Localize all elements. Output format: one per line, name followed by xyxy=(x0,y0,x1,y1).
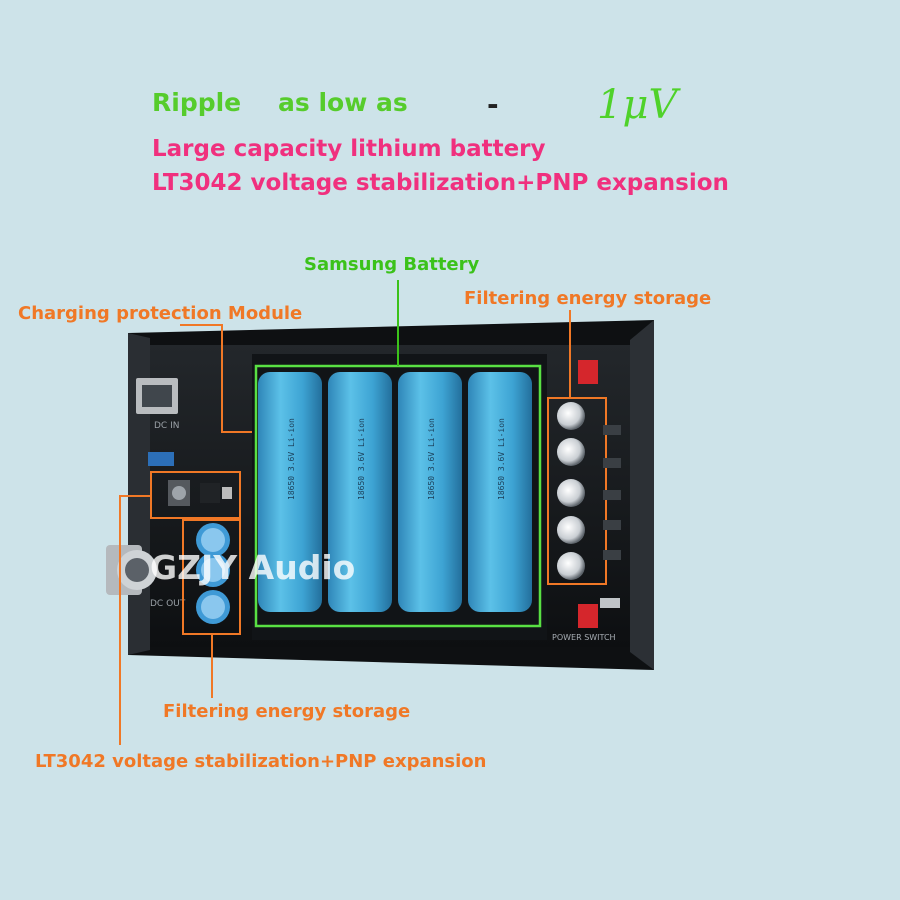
battery-print-1: 18650 3.6V Li-ion xyxy=(287,418,296,500)
battery-print-4: 18650 3.6V Li-ion xyxy=(497,418,506,500)
headline-dash: - xyxy=(487,88,499,121)
dc-in-label: DC IN xyxy=(154,421,179,431)
feature-lt3042: LT3042 voltage stabilization+PNP expansi… xyxy=(152,170,729,196)
feature-battery: Large capacity lithium battery xyxy=(152,136,546,162)
ripple-value: 1μV xyxy=(597,82,678,128)
charging-module xyxy=(150,471,241,519)
dc-out-label: DC OUT xyxy=(150,599,186,609)
callout-charging-module: Charging protection Module xyxy=(18,303,303,324)
callout-filtering-bottom: Filtering energy storage xyxy=(163,701,411,722)
power-switch-label: POWER SWITCH xyxy=(552,633,616,642)
power-switches: POWER SWITCH xyxy=(552,360,620,642)
trimmer xyxy=(148,452,174,466)
dc-out-jack: DC OUT xyxy=(106,545,186,609)
batteries: 18650 3.6V Li-ion 18650 3.6V Li-ion 1865… xyxy=(258,372,532,612)
battery-print-2: 18650 3.6V Li-ion xyxy=(357,418,366,500)
callout-samsung-battery: Samsung Battery xyxy=(304,254,480,275)
leader-lines xyxy=(119,280,571,745)
callout-filtering-right: Filtering energy storage xyxy=(464,288,712,309)
right-components xyxy=(603,425,621,560)
dc-in-jack: DC IN xyxy=(136,378,179,431)
battery-print-3: 18650 3.6V Li-ion xyxy=(427,418,436,500)
watermark: GZJY Audio xyxy=(150,548,356,587)
ripple-label: Ripple xyxy=(152,88,242,117)
as-low-as-label: as low as xyxy=(278,88,408,117)
callout-lt3042-bottom: LT3042 voltage stabilization+PNP expansi… xyxy=(35,751,487,772)
